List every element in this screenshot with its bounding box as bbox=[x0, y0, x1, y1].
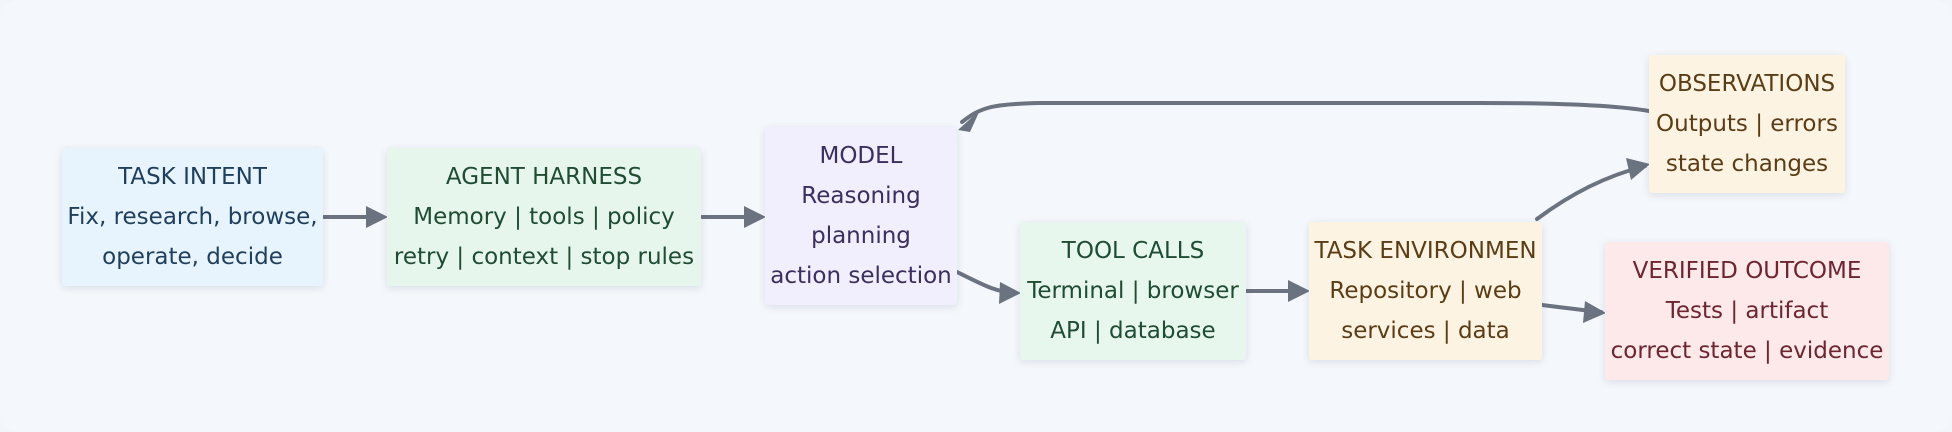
node-observations: OBSERVATIONS Outputs | errors state chan… bbox=[1649, 55, 1845, 193]
node-title: TASK ENVIRONMEN bbox=[1314, 238, 1537, 264]
node-line: correct state | evidence bbox=[1610, 338, 1884, 364]
node-title: VERIFIED OUTCOME bbox=[1632, 258, 1862, 284]
node-line: services | data bbox=[1341, 318, 1510, 344]
node-agent-harness: AGENT HARNESS Memory | tools | policy re… bbox=[387, 148, 701, 286]
arrowhead-tools bbox=[999, 282, 1021, 304]
node-line: Repository | web bbox=[1329, 278, 1522, 304]
arrowhead-verified bbox=[1583, 301, 1606, 323]
node-line: operate, decide bbox=[102, 244, 283, 270]
node-task-environment: TASK ENVIRONMEN Repository | web service… bbox=[1309, 222, 1542, 360]
node-line: state changes bbox=[1665, 151, 1829, 177]
node-title: AGENT HARNESS bbox=[445, 164, 643, 190]
node-tool-calls: TOOL CALLS Terminal | browser API | data… bbox=[1020, 222, 1246, 360]
node-line: Fix, research, browse, bbox=[67, 204, 318, 230]
arrowhead-model-top bbox=[958, 110, 980, 132]
edge-environment-to-observations bbox=[1535, 164, 1647, 221]
node-line: action selection bbox=[770, 263, 952, 289]
arrowhead-environment bbox=[1288, 280, 1310, 302]
node-line: Outputs | errors bbox=[1656, 111, 1838, 137]
arrowhead-model bbox=[744, 206, 766, 228]
node-task-intent: TASK INTENT Fix, research, browse, opera… bbox=[62, 148, 323, 286]
arrowhead-observations bbox=[1626, 158, 1650, 180]
node-verified-outcome: VERIFIED OUTCOME Tests | artifact correc… bbox=[1605, 242, 1889, 380]
node-line: planning bbox=[811, 223, 911, 249]
node-line: Reasoning bbox=[801, 183, 921, 209]
node-line: API | database bbox=[1050, 318, 1216, 344]
node-line: retry | context | stop rules bbox=[393, 244, 695, 270]
node-title: OBSERVATIONS bbox=[1658, 71, 1836, 97]
arrowhead-harness bbox=[366, 206, 388, 228]
node-line: Tests | artifact bbox=[1665, 298, 1829, 324]
node-title: TASK INTENT bbox=[118, 164, 267, 190]
node-model: MODEL Reasoning planning action selectio… bbox=[765, 127, 957, 305]
node-line: Terminal | browser bbox=[1027, 278, 1239, 304]
node-title: MODEL bbox=[819, 143, 903, 169]
node-title: TOOL CALLS bbox=[1061, 238, 1205, 264]
arrowheads bbox=[366, 110, 1650, 323]
edge-observations-to-model bbox=[960, 101, 1651, 124]
node-line: Memory | tools | policy bbox=[413, 204, 675, 230]
